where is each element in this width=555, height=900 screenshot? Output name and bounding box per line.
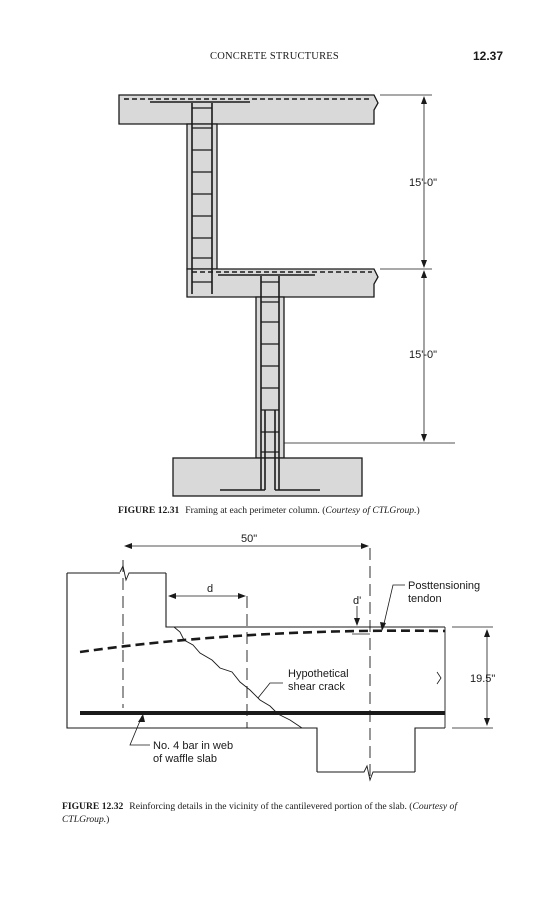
bar-label-line2: of waffle slab bbox=[153, 753, 217, 765]
caption-text: Framing at each perimeter column. ( bbox=[185, 505, 326, 516]
tendon-label-line2: tendon bbox=[408, 593, 442, 605]
tendon-label-line1: Posttensioning bbox=[408, 580, 480, 592]
footing bbox=[172, 457, 363, 497]
slab-outline bbox=[66, 573, 318, 772]
dim-label-50: 50" bbox=[241, 533, 257, 545]
caption-label: FIGURE 12.31 bbox=[118, 505, 180, 516]
caption-label: FIGURE 12.32 bbox=[62, 801, 124, 812]
caption-end: ) bbox=[106, 814, 110, 825]
dim-label-upper: 15'-0" bbox=[409, 177, 437, 189]
dim-label-dprime: d' bbox=[353, 595, 361, 607]
crack-label-line2: shear crack bbox=[288, 681, 345, 693]
crack-label-line1: Hypothetical bbox=[288, 668, 349, 680]
figure-12-31-caption: FIGURE 12.31 Framing at each perimeter co… bbox=[118, 504, 420, 517]
dim-label-d: d bbox=[207, 583, 213, 595]
running-header-title: CONCRETE STRUCTURES bbox=[210, 51, 339, 62]
caption-end: ) bbox=[416, 505, 420, 516]
dim-label-depth: 19.5" bbox=[470, 673, 495, 685]
page-number: 12.37 bbox=[473, 49, 504, 63]
posttension-tendon bbox=[79, 629, 446, 654]
figure-12-32-caption: FIGURE 12.32 Reinforcing details in the v… bbox=[62, 800, 502, 826]
caption-text: Reinforcing details in the vicinity of t… bbox=[129, 801, 413, 812]
caption-courtesy: Courtesy of CTLGroup. bbox=[325, 505, 417, 516]
dim-label-lower: 15'-0" bbox=[409, 349, 437, 361]
lower-slab bbox=[186, 268, 379, 298]
caption-courtesy: Courtesy of CTLGroup. bbox=[62, 801, 458, 825]
bar-label-line1: No. 4 bar in web bbox=[153, 740, 233, 752]
figure-12-31-drawing: 15'-0" 15'-0" bbox=[118, 94, 455, 497]
shear-crack bbox=[173, 626, 303, 729]
